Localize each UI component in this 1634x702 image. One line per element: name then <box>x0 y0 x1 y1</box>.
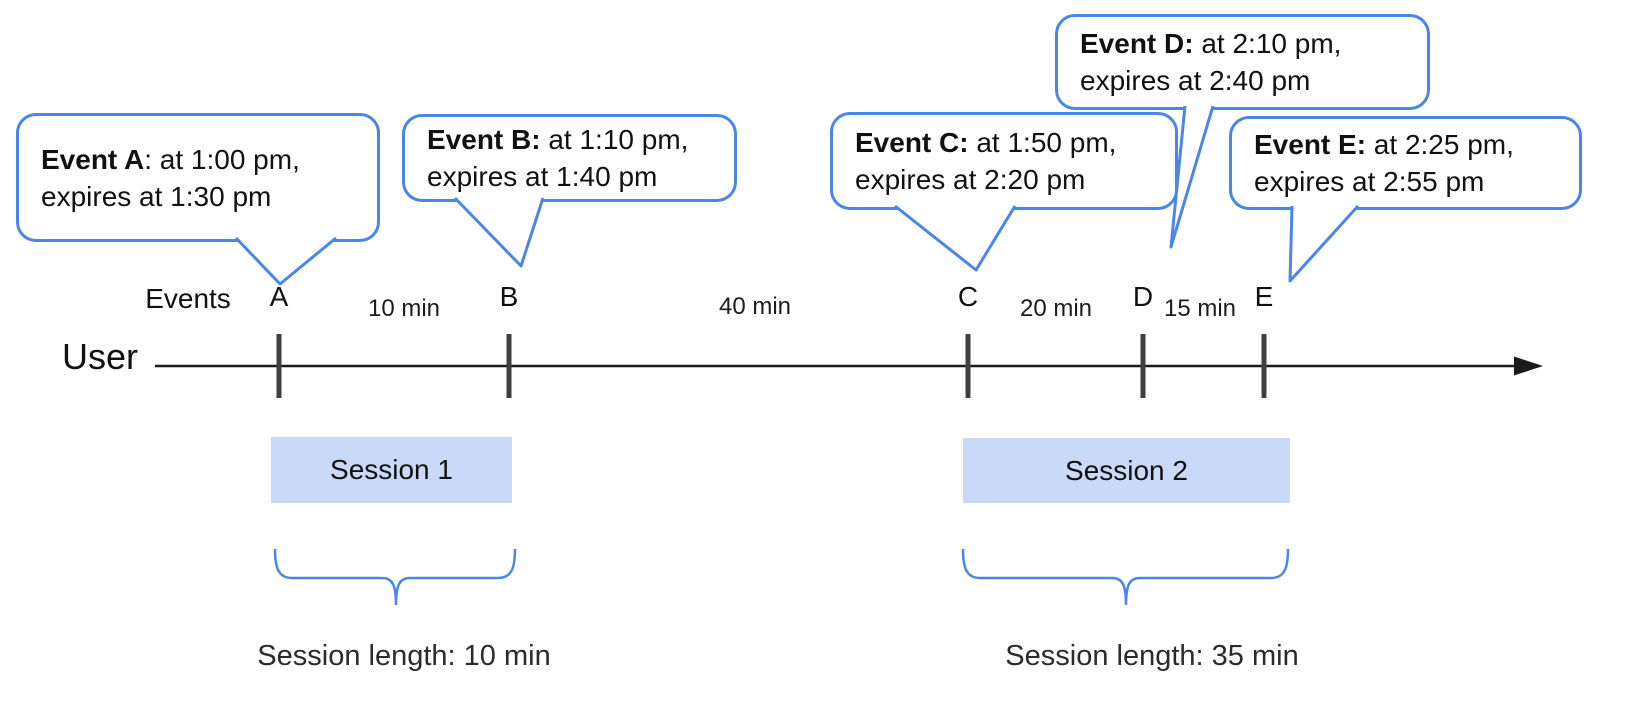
interval-label-b-c: 40 min <box>718 293 792 320</box>
event-mark-c: C <box>957 281 979 312</box>
interval-label-c-d: 20 min <box>1019 295 1093 322</box>
bubble-event-a-line2: expires at 1:30 pm <box>41 180 272 212</box>
timeline-arrowhead-icon <box>1514 356 1543 376</box>
bubble-event-d-line1: Event D: at 2:10 pm, <box>1080 25 1419 62</box>
interval-label-d-e: 15 min <box>1163 295 1237 322</box>
bubble-tail-c <box>894 204 1017 272</box>
bubble-event-d-title: Event D: <box>1080 28 1194 59</box>
bubble-event-a-title: Event A <box>41 143 145 175</box>
bubble-event-a: Event A: at 1:00 pm, expires at 1:30 pm <box>16 113 380 242</box>
bubble-event-b-line2: expires at 1:40 pm <box>427 161 658 192</box>
session-2-length-caption: Session length: 35 min <box>1005 640 1299 672</box>
bubble-event-c: Event C: at 1:50 pm, expires at 2:20 pm <box>830 112 1178 210</box>
session-2-box: Session 2 <box>963 438 1290 503</box>
event-mark-b: B <box>499 281 519 312</box>
bubble-event-c-time: at 1:50 pm, <box>968 127 1117 158</box>
session-1-brace-icon <box>273 548 517 606</box>
bubble-tail-e <box>1288 204 1360 283</box>
bubble-event-b-line1: Event B: at 1:10 pm, <box>427 121 726 158</box>
bubble-event-b-time: at 1:10 pm, <box>540 124 689 155</box>
bubble-tail-a <box>234 236 337 286</box>
bubble-event-d-line2: expires at 2:40 pm <box>1080 65 1311 96</box>
session-2-brace-icon <box>961 548 1290 606</box>
bubble-event-b: Event B: at 1:10 pm, expires at 1:40 pm <box>402 114 737 202</box>
bubble-event-a-time: : at 1:00 pm, <box>144 143 300 175</box>
bubble-event-e-time: at 2:25 pm, <box>1366 129 1514 160</box>
user-actor-label: User <box>62 336 139 377</box>
bubble-event-d: Event D: at 2:10 pm, expires at 2:40 pm <box>1055 14 1430 110</box>
bubble-event-c-line1: Event C: at 1:50 pm, <box>855 124 1167 161</box>
event-mark-d: D <box>1132 281 1154 312</box>
event-mark-e: E <box>1254 281 1274 312</box>
session-2-label: Session 2 <box>1065 454 1188 486</box>
bubble-event-d-time: at 2:10 pm, <box>1193 28 1342 59</box>
session-1-length-caption: Session length: 10 min <box>257 640 551 672</box>
event-mark-a: A <box>269 281 289 312</box>
session-1-label: Session 1 <box>330 454 453 485</box>
session-1-box: Session 1 <box>271 437 512 503</box>
bubble-event-e-line2: expires at 2:55 pm <box>1254 166 1485 197</box>
bubble-event-e-title: Event E: <box>1254 129 1367 160</box>
bubble-event-a-line1: Event A: at 1:00 pm, <box>41 141 369 178</box>
events-axis-label: Events <box>145 283 231 314</box>
interval-label-a-b: 10 min <box>367 295 441 322</box>
bubble-tail-b <box>453 196 545 268</box>
bubble-event-e: Event E: at 2:25 pm, expires at 2:55 pm <box>1229 116 1582 210</box>
bubble-event-b-title: Event B: <box>427 124 541 155</box>
bubble-event-c-line2: expires at 2:20 pm <box>855 164 1086 195</box>
bubble-event-c-title: Event C: <box>855 127 969 158</box>
bubble-event-e-line1: Event E: at 2:25 pm, <box>1254 126 1571 163</box>
